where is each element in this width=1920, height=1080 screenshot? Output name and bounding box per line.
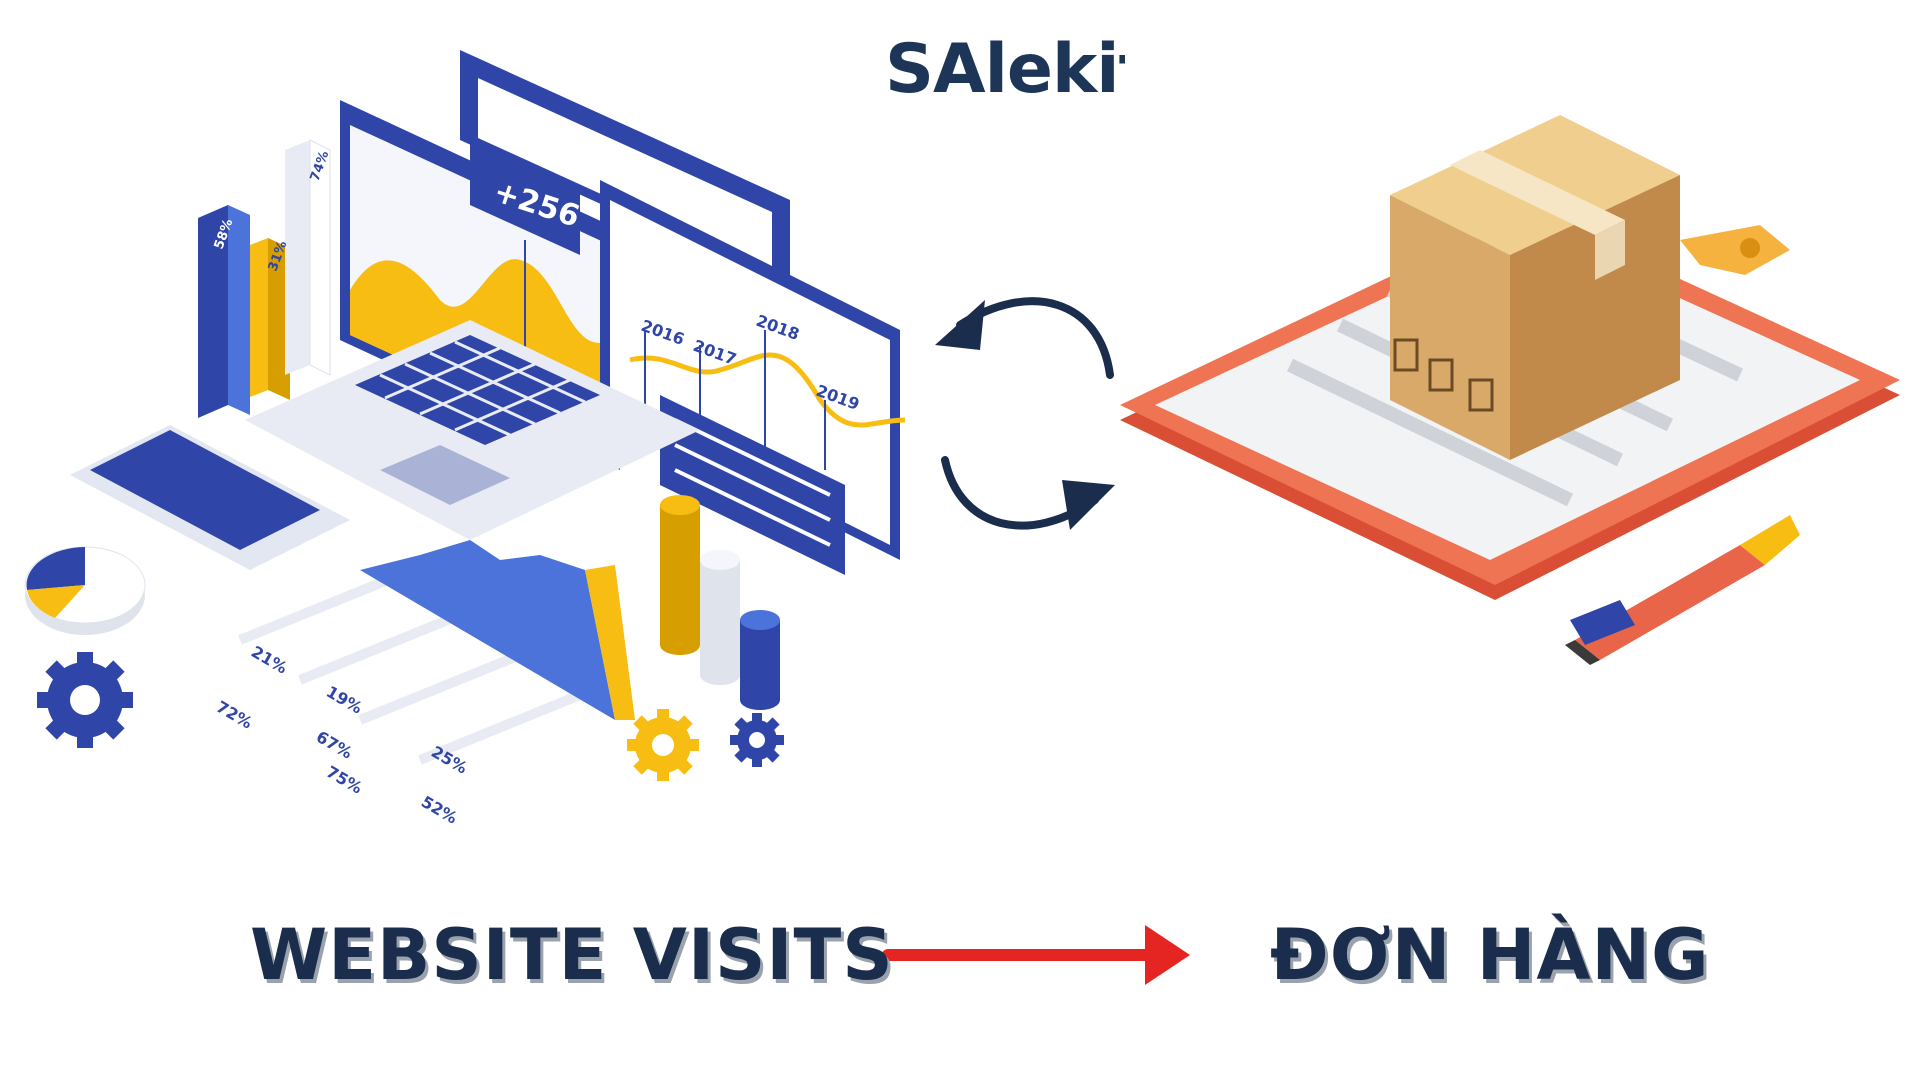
arrowhead-bottom-icon xyxy=(1062,480,1115,530)
order-illustration xyxy=(1120,115,1900,665)
gear-icon xyxy=(730,713,784,767)
package-box-icon xyxy=(1390,115,1680,460)
cycle-arrows xyxy=(935,297,1115,530)
keyboard-grid xyxy=(379,340,586,437)
clip xyxy=(1680,225,1790,275)
flow-arrow xyxy=(882,925,1190,985)
bar-columns xyxy=(198,139,331,418)
arrowhead-top-icon xyxy=(935,300,985,350)
pen-icon xyxy=(1565,515,1800,665)
logo-graphic: SAlekit xyxy=(885,30,1151,109)
table-lines xyxy=(674,418,831,547)
phone xyxy=(70,425,350,570)
area-chart-blue xyxy=(360,540,635,720)
percent-label: 67% xyxy=(313,727,356,763)
percent-label: 21% xyxy=(248,642,291,678)
arrow-right-icon xyxy=(1145,925,1190,985)
cylinders xyxy=(660,495,780,710)
percent-label: 52% xyxy=(418,792,461,828)
timeline-line xyxy=(629,352,906,428)
caption-orders: ĐƠN HÀNG xyxy=(1270,914,1710,996)
gear-icon xyxy=(37,652,133,748)
clip-hole xyxy=(1740,238,1760,258)
salekit-logo: SAlekit xyxy=(885,30,1151,110)
percent-label: 19% xyxy=(323,682,366,718)
report-lines xyxy=(238,570,582,765)
cycle-arrow-top xyxy=(956,297,1114,379)
percent-label: 72% xyxy=(213,697,256,733)
logo-text: SAlekit xyxy=(885,30,1125,109)
caption-website-visits: WEBSITE VISITS xyxy=(250,914,894,996)
analytics-illustration: +256 2016 2017 2018 2019 xyxy=(24,50,906,828)
percent-label: 75% xyxy=(323,762,366,798)
timeline-panel xyxy=(610,200,890,545)
pie-chart xyxy=(24,546,146,635)
gear-icon xyxy=(627,709,699,781)
back-monitor-screen xyxy=(478,78,772,272)
touchpad xyxy=(380,445,510,505)
